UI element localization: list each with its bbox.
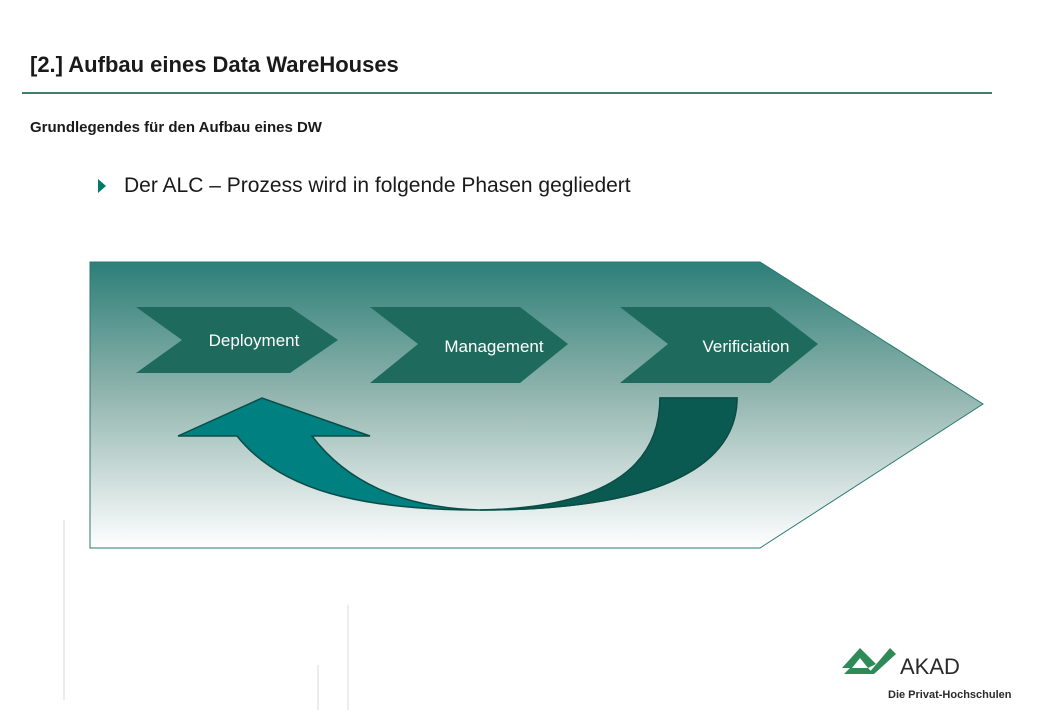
phase-chevron-management: Management: [370, 307, 568, 383]
akad-logo: AKAD Die Privat-Hochschulen: [842, 648, 1012, 701]
akad-logo-mark-arrow: [868, 648, 896, 674]
akad-logo-name: AKAD: [900, 654, 960, 679]
section-subtitle: Grundlegendes für den Aufbau eines DW: [30, 119, 322, 136]
akad-logo-mark-base: [844, 668, 874, 674]
akad-logo-tagline: Die Privat-Hochschulen: [888, 689, 1012, 701]
phase-label-management: Management: [444, 337, 544, 356]
triangle-bullet-icon: [98, 179, 106, 193]
slide-title: [2.] Aufbau eines Data WareHouses: [30, 52, 399, 77]
phase-chevron-verification: Verificiation: [620, 307, 818, 383]
phase-label-deployment: Deployment: [209, 331, 300, 350]
phase-chevron-deployment: Deployment: [136, 307, 338, 373]
feedback-cycle-arrow: [177, 397, 738, 511]
title-divider: [22, 92, 992, 94]
akad-logo-mark: [842, 648, 876, 668]
bullet-item: Der ALC – Prozess wird in folgende Phase…: [98, 174, 631, 198]
bullet-text: Der ALC – Prozess wird in folgende Phase…: [124, 174, 631, 197]
phase-label-verification: Verificiation: [703, 337, 790, 356]
